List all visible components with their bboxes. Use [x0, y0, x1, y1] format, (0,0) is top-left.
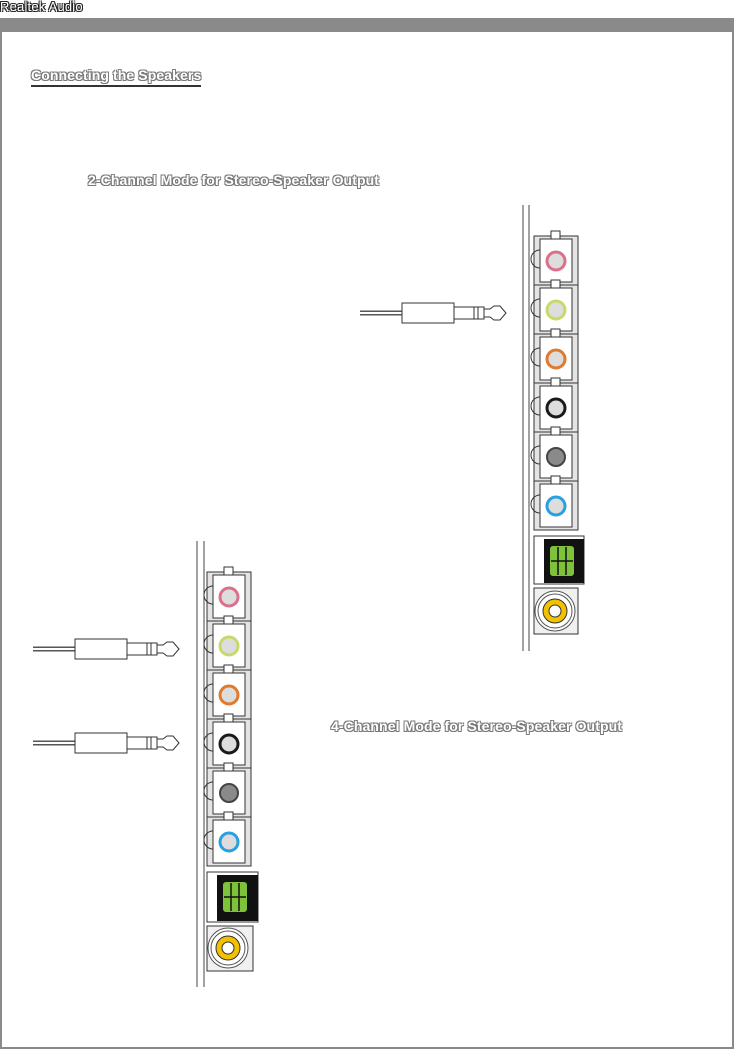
jack-lime-2: [203, 615, 252, 671]
frame-left-border: [0, 32, 2, 1049]
diagram-caption-4ch: 4-Channel Mode for Stereo-Speaker Output: [331, 718, 623, 734]
jack-lime-1: [530, 279, 579, 335]
jack-pink-1: [530, 230, 579, 286]
spdif-optical-port-2: [206, 871, 259, 923]
jack-gray-2: [203, 762, 252, 818]
coaxial-port-1: [533, 587, 579, 635]
jack-blue-1: [530, 475, 579, 531]
jack-black-2: [203, 713, 252, 769]
section-title: Connecting the Speakers: [31, 67, 202, 87]
stereo-plug-2: [33, 639, 179, 659]
jack-black-1: [530, 377, 579, 433]
frame-bottom-border: [0, 1047, 734, 1049]
header-bar: [0, 18, 734, 32]
app-title: Realtek Audio: [0, 0, 83, 14]
jack-pink-2: [203, 566, 252, 622]
jack-orange-1: [530, 328, 579, 384]
jack-blue-2: [203, 811, 252, 867]
spdif-optical-port-1: [533, 535, 585, 585]
diagram-caption-2ch: 2-Channel Mode for Stereo-Speaker Output: [88, 172, 380, 188]
stereo-plug-1: [360, 303, 506, 323]
stereo-plug-3: [33, 733, 179, 753]
coaxial-port-2: [206, 925, 254, 972]
audio-panel-2ch: [360, 205, 585, 651]
jack-orange-2: [203, 664, 252, 720]
jack-gray-1: [530, 426, 579, 482]
audio-panel-4ch: [33, 541, 259, 987]
frame-right-border: [732, 32, 734, 1049]
